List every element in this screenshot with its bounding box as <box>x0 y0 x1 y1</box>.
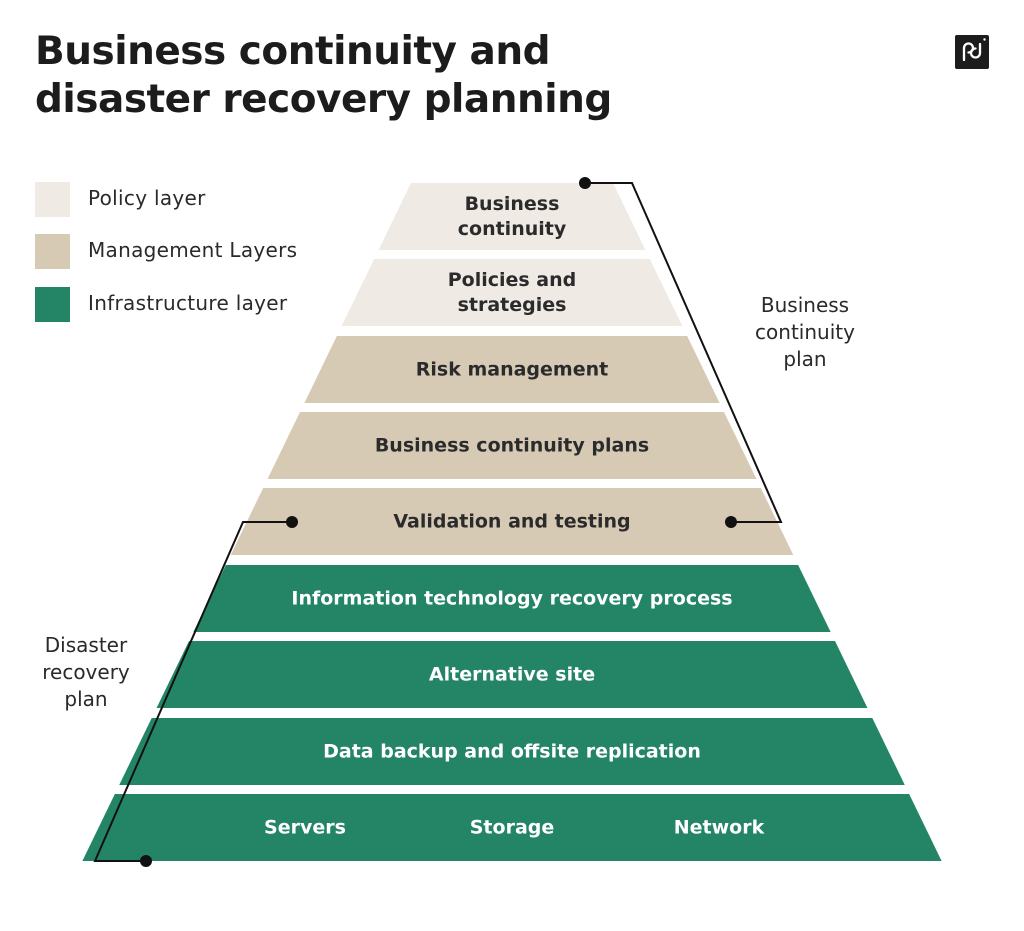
pyramid-layer-shape <box>267 412 757 479</box>
pyramid-layer-label: strategies <box>458 294 567 316</box>
drp-label-line-3: plan <box>64 687 108 711</box>
pyramid-layer-shape <box>378 183 646 250</box>
bracket-line <box>585 182 783 523</box>
legend-label-policy: Policy layer <box>88 186 206 210</box>
bcp-label-line-2: continuity <box>755 320 855 344</box>
logo <box>955 35 989 69</box>
drp-label-line-2: recovery <box>42 660 130 684</box>
page-title: Business continuity and disaster recover… <box>35 28 612 124</box>
pyramid-layer-shape <box>119 718 905 785</box>
drp-label-line-1: Disaster <box>44 633 128 657</box>
bcp-label-line-1: Business <box>760 293 850 317</box>
pyramid-layer-label: continuity <box>458 218 567 240</box>
pyramid-layer-label: Information technology recovery process <box>291 588 732 610</box>
pyramid-layer-shape <box>341 259 683 326</box>
business-continuity-plan-label: Business continuity plan <box>735 292 875 373</box>
pyramid-layer-shape <box>304 336 720 403</box>
pyramid-layer-1: Business continuity <box>378 183 646 250</box>
legend-label-infrastructure: Infrastructure layer <box>88 291 288 315</box>
bracket-dot <box>286 516 298 528</box>
pyramid-layer-7: Alternative site <box>156 641 868 708</box>
pyramid-layer-shape <box>193 565 831 632</box>
bracket-dot <box>140 855 152 867</box>
legend-swatch-policy <box>35 182 70 217</box>
pyramid-layer-5: Validation and testing <box>230 488 794 555</box>
pyramid-layer-label: Business <box>465 193 560 215</box>
title-line-1: Business continuity and <box>35 29 551 74</box>
legend-swatch-infrastructure <box>35 287 70 322</box>
business-continuity-plan-bracket <box>579 177 783 528</box>
pyramid-layer-shape <box>156 641 868 708</box>
pyramid-layer-label: Data backup and offsite replication <box>323 741 701 763</box>
pyramid-layer-shape <box>230 488 794 555</box>
bracket-dot <box>579 177 591 189</box>
legend-label-management: Management Layers <box>88 238 298 262</box>
pyramid-layer-label: Policies and <box>448 269 577 291</box>
title-line-2: disaster recovery planning <box>35 77 612 122</box>
bracket-dot <box>725 516 737 528</box>
pyramid-layer-label: Servers <box>264 817 346 839</box>
pyramid-layer-3: Risk management <box>304 336 720 403</box>
pyramid-layer-9: Servers Storage Network <box>82 794 942 861</box>
disaster-recovery-plan-bracket <box>93 516 298 867</box>
pyramid-layer-label: Alternative site <box>429 664 595 686</box>
pyramid-layer-label: Risk management <box>416 359 608 381</box>
disaster-recovery-plan-label: Disaster recovery plan <box>20 632 152 713</box>
pyramid-layer-shape <box>82 794 942 861</box>
pyramid-layer-label: Business continuity plans <box>375 435 649 457</box>
pyramid-layer-label: Network <box>674 817 765 839</box>
bcp-label-line-3: plan <box>783 347 827 371</box>
pyramid-layer-6: Information technology recovery process <box>193 565 831 632</box>
pyramid-layer-4: Business continuity plans <box>267 412 757 479</box>
pyramid-layer-2: Policies and strategies <box>341 259 683 326</box>
bracket-line <box>93 521 292 862</box>
legend-swatch-management <box>35 234 70 269</box>
pyramid-layer-8: Data backup and offsite replication <box>119 718 905 785</box>
pd-logo-icon <box>962 38 986 62</box>
pyramid-layer-label: Validation and testing <box>393 511 630 533</box>
pyramid-layer-label: Storage <box>470 817 555 839</box>
